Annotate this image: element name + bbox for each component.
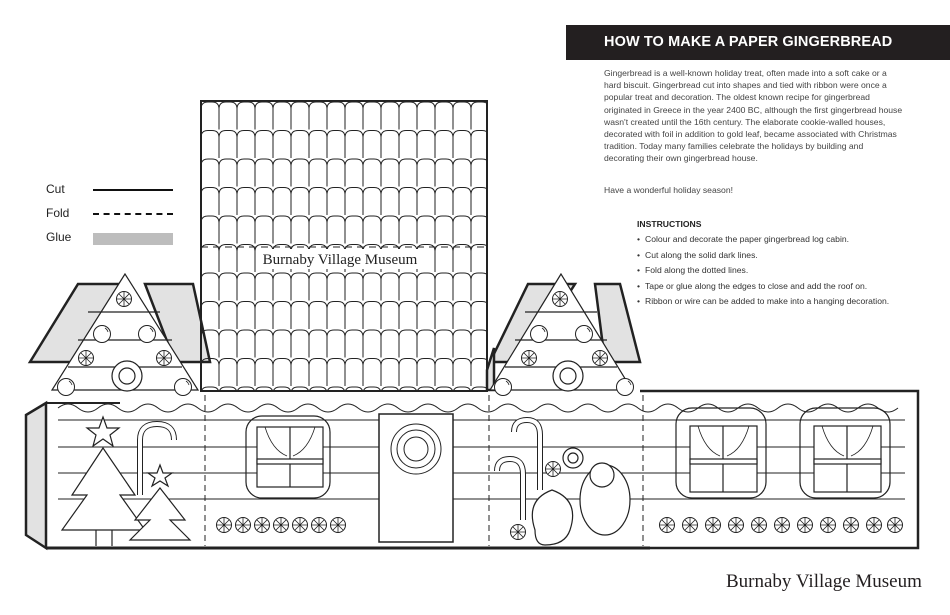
glue-flap-roof-side — [485, 347, 496, 392]
legend-glue: Glue — [46, 230, 186, 254]
wall-logs — [58, 419, 905, 500]
page-title: HOW TO MAKE A PAPER GINGERBREAD — [604, 34, 893, 50]
wall-band — [45, 389, 920, 550]
right-gable — [488, 272, 635, 397]
front-window — [245, 415, 331, 499]
fold-lines — [204, 395, 644, 546]
left-gable — [50, 272, 200, 397]
solid-line-swatch — [93, 189, 173, 191]
dashed-line-swatch — [93, 213, 173, 215]
peppermint-row-front — [216, 517, 346, 533]
line-legend: Cut Fold Glue — [46, 182, 186, 254]
instruction-item: Tape or glue along the edges to close an… — [637, 279, 947, 295]
instructions-heading: INSTRUCTIONS — [637, 219, 702, 229]
candy-santa-decoration — [494, 416, 631, 546]
front-door — [378, 413, 454, 543]
glue-flap-side — [24, 400, 48, 551]
closing-text: Have a wonderful holiday season! — [604, 185, 733, 195]
peppermint-row-back — [659, 517, 903, 533]
icing-trim — [57, 403, 899, 413]
instruction-item: Cut along the solid dark lines. — [637, 248, 947, 264]
glue-flap-mid-roof-2 — [593, 282, 642, 364]
legend-label: Fold — [46, 206, 70, 220]
title-bar: HOW TO MAKE A PAPER GINGERBREAD — [566, 25, 950, 60]
trees-decoration — [60, 415, 192, 546]
instruction-item: Colour and decorate the paper gingerbrea… — [637, 232, 947, 248]
instruction-item: Fold along the dotted lines. — [637, 263, 947, 279]
instructions-list: Colour and decorate the paper gingerbrea… — [637, 232, 947, 310]
roof-brand-label: Burnaby Village Museum — [263, 252, 418, 268]
roof-panel: Burnaby Village Museum — [200, 100, 488, 392]
legend-cut: Cut — [46, 182, 186, 206]
instruction-item: Ribbon or wire can be added to make into… — [637, 294, 947, 310]
glue-swatch — [93, 233, 173, 245]
intro-text: Gingerbread is a well-known holiday trea… — [604, 67, 904, 165]
legend-label: Glue — [46, 230, 72, 244]
legend-label: Cut — [46, 182, 65, 196]
back-windows — [675, 407, 891, 499]
intro-paragraph: Gingerbread is a well-known holiday trea… — [604, 68, 903, 164]
footer-brand: Burnaby Village Museum — [726, 571, 922, 592]
legend-fold: Fold — [46, 206, 186, 230]
instructions: INSTRUCTIONS Colour and decorate the pap… — [637, 219, 947, 310]
